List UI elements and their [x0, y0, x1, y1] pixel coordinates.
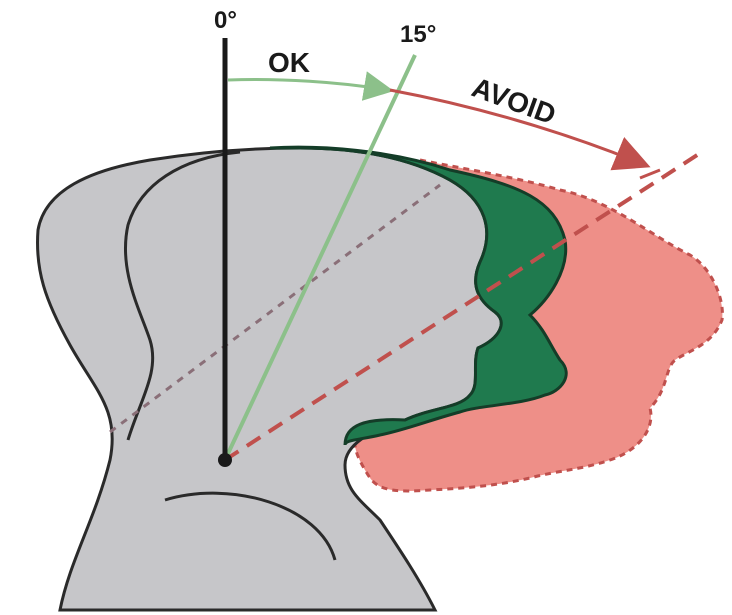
avoid-limit-tick	[640, 170, 660, 178]
pivot-point	[218, 453, 232, 467]
body-silhouette	[37, 148, 501, 610]
neutral-angle-label: 0°	[214, 7, 237, 34]
avoid-label: AVOID	[468, 72, 560, 131]
ok-label: OK	[268, 47, 310, 78]
ok-arc-arrow	[228, 79, 388, 90]
ok-limit-angle-label: 15°	[400, 21, 436, 48]
